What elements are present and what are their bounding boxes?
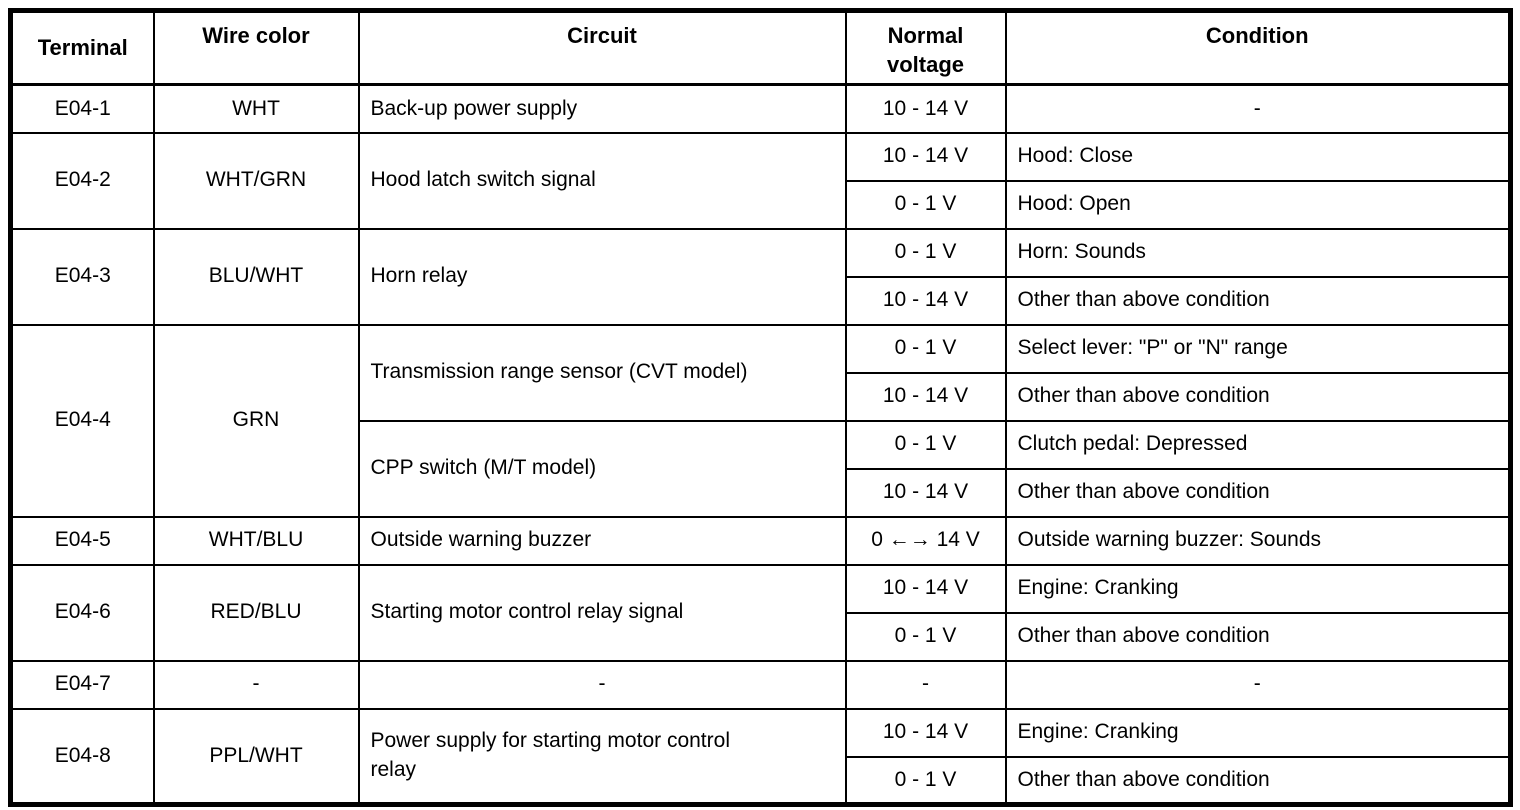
table-row: E04-1 WHT Back-up power supply 10 - 14 V… [9, 83, 1512, 134]
table-row: E04-5 WHT/BLU Outside warning buzzer 0 ←… [9, 515, 1512, 566]
cell-condition: Other than above condition [1004, 611, 1512, 662]
cell-condition: Outside warning buzzer: Sounds [1004, 515, 1512, 566]
cell-normal-voltage: 0 - 1 V [844, 755, 1007, 806]
table-row: E04-6 RED/BLU Starting motor control rel… [9, 563, 1512, 662]
cell-wire-color: WHT/BLU [152, 515, 360, 566]
cell-normal-voltage: 10 - 14 V [844, 275, 1007, 326]
header-terminal: Terminal [9, 9, 155, 86]
cell-circuit: Starting motor control relay signal [357, 563, 847, 662]
cell-normal-voltage: 10 - 14 V [844, 467, 1007, 518]
table-row: 10 - 14 V Other than above condition [11, 371, 1512, 422]
cell-terminal: E04-5 [9, 515, 155, 566]
table-row: E04-2 WHT/GRN Hood latch switch signal 1… [9, 131, 1512, 230]
cell-wire-color: - [152, 659, 360, 710]
cell-condition: Engine: Cranking [1004, 563, 1512, 614]
cell-terminal: E04-2 [9, 131, 155, 230]
cell-normal-voltage: 0 - 1 V [844, 611, 1007, 662]
cell-condition: Horn: Sounds [1004, 227, 1512, 278]
cell-condition: Select lever: "P" or "N" range [1004, 323, 1512, 374]
header-wire-color: Wire color [152, 9, 360, 86]
cell-condition: Other than above condition [1004, 755, 1512, 806]
cell-circuit: - [357, 659, 847, 710]
cell-terminal: E04-4 [9, 323, 155, 518]
header-normal-voltage: Normal voltage [844, 9, 1007, 86]
cell-condition: - [1004, 659, 1512, 710]
table-row: 0 - 1 V Other than above condition [11, 755, 1512, 806]
table-row: 10 - 14 V Other than above condition [11, 467, 1512, 518]
cell-normal-voltage: 10 - 14 V [844, 131, 1007, 182]
cell-condition: Other than above condition [1004, 467, 1512, 518]
cell-terminal: E04-6 [9, 563, 155, 662]
table-row: 10 - 14 V Other than above condition [11, 275, 1512, 326]
cell-wire-color: RED/BLU [152, 563, 360, 662]
cell-condition: Engine: Cranking [1004, 707, 1512, 758]
cell-normal-voltage: 0 - 1 V [844, 419, 1007, 470]
table-row: E04-7 - - - - [9, 659, 1512, 710]
cell-normal-voltage: 0 - 1 V [844, 227, 1007, 278]
cell-condition: - [1004, 83, 1512, 134]
cell-terminal: E04-1 [9, 83, 155, 134]
header-condition: Condition [1004, 9, 1512, 86]
cell-condition: Other than above condition [1004, 371, 1512, 422]
cell-circuit: Hood latch switch signal [357, 131, 847, 230]
cell-circuit: Transmission range sensor (CVT model) [357, 323, 847, 422]
cell-wire-color: PPL/WHT [152, 707, 360, 806]
cell-circuit: Outside warning buzzer [357, 515, 847, 566]
cell-condition: Hood: Close [1004, 131, 1512, 182]
cell-circuit: Power supply for starting motor control … [357, 707, 847, 806]
cell-normal-voltage: 0 - 1 V [844, 323, 1007, 374]
terminal-voltage-table: Terminal Wire color Circuit Normal volta… [8, 8, 1513, 807]
cell-condition: Clutch pedal: Depressed [1004, 419, 1512, 470]
cell-terminal: E04-8 [9, 707, 155, 806]
cell-circuit: Horn relay [357, 227, 847, 326]
cell-terminal: E04-7 [9, 659, 155, 710]
cell-normal-voltage: 0 - 1 V [844, 179, 1007, 230]
table-row: E04-4 GRN Transmission range sensor (CVT… [9, 323, 1512, 518]
cell-condition: Hood: Open [1004, 179, 1512, 230]
cell-terminal: E04-3 [9, 227, 155, 326]
table-row: CPP switch (M/T model) 0 - 1 V Clutch pe… [11, 419, 1512, 518]
header-row: Terminal Wire color Circuit Normal volta… [9, 9, 1512, 86]
cell-circuit: CPP switch (M/T model) [357, 419, 847, 518]
cell-normal-voltage: 10 - 14 V [844, 707, 1007, 758]
table-row: 0 - 1 V Hood: Open [11, 179, 1512, 230]
cell-condition: Other than above condition [1004, 275, 1512, 326]
cell-normal-voltage: 10 - 14 V [844, 83, 1007, 134]
cell-circuit: Back-up power supply [357, 83, 847, 134]
cell-normal-voltage: - [844, 659, 1007, 710]
cell-wire-color: BLU/WHT [152, 227, 360, 326]
cell-normal-voltage: 0 ←→ 14 V [844, 515, 1007, 566]
table-row: E04-8 PPL/WHT Power supply for starting … [9, 707, 1512, 806]
cell-normal-voltage: 10 - 14 V [844, 371, 1007, 422]
cell-wire-color: WHT [152, 83, 360, 134]
table-row: 0 - 1 V Other than above condition [11, 611, 1512, 662]
cell-normal-voltage: 10 - 14 V [844, 563, 1007, 614]
table-row: E04-3 BLU/WHT Horn relay 0 - 1 V Horn: S… [9, 227, 1512, 326]
header-circuit: Circuit [357, 9, 847, 86]
cell-wire-color: WHT/GRN [152, 131, 360, 230]
cell-wire-color: GRN [152, 323, 360, 518]
